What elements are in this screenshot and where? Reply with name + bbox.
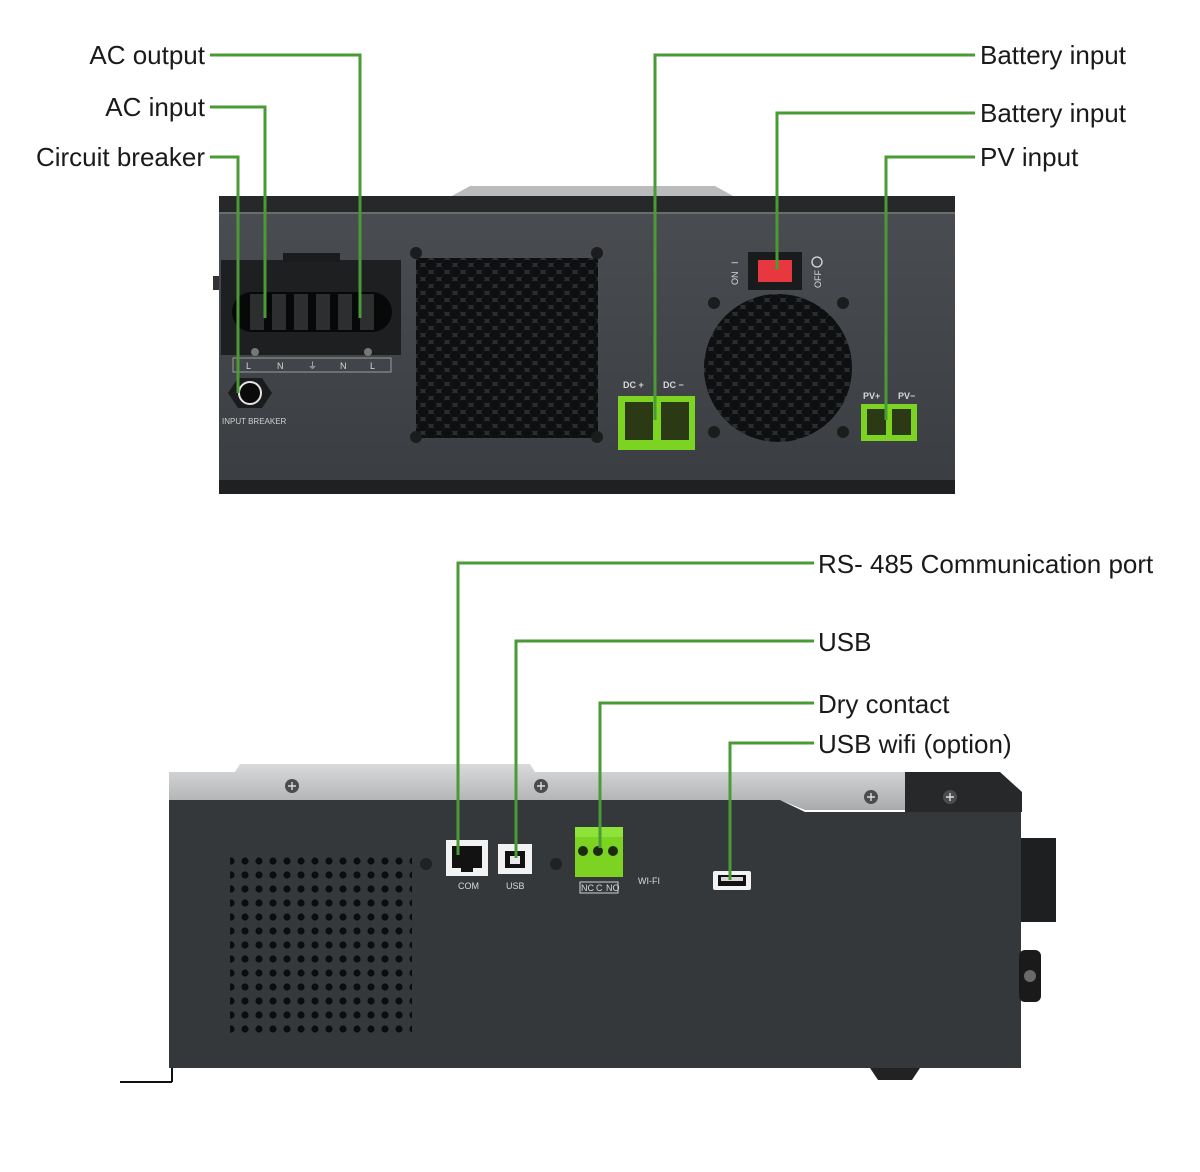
leader-pv-input (884, 155, 975, 420)
callout-ac-output: AC output (89, 40, 205, 70)
leader-ac-output (210, 53, 362, 318)
pv-minus-label: PV− (898, 391, 915, 401)
screw-icon (943, 790, 957, 804)
ac-terminal-block: L N ⏚ N L (221, 253, 401, 373)
switch-off-label: OFF (813, 270, 823, 288)
switch-on-label: ON (730, 272, 740, 286)
inverter-side-panel: COM USB NC C NO WI-FI (120, 764, 1056, 1083)
power-icon (811, 256, 823, 268)
breaker-button-icon[interactable] (238, 381, 262, 405)
leader-usb-wifi (728, 741, 814, 880)
leader-usb (514, 639, 814, 858)
battery-switch[interactable]: ON I OFF (730, 252, 823, 290)
screw-icon (420, 858, 432, 870)
screw-icon (285, 779, 299, 793)
callout-battery-input-2: Battery input (980, 98, 1126, 128)
screw-icon (708, 426, 720, 438)
dc-minus-label: DC − (663, 380, 684, 390)
callout-circuit-breaker: Circuit breaker (35, 142, 205, 172)
screw-icon (864, 790, 878, 804)
terminal-label-l1: L (246, 361, 251, 371)
panel-bottom-strip (219, 480, 955, 494)
side-terminal-cover (1021, 838, 1056, 922)
left-fan-grille (410, 247, 603, 443)
dry-no-label: NO (606, 883, 620, 893)
callout-battery-input-1: Battery input (980, 40, 1126, 70)
leader-lines (210, 53, 975, 880)
leader-rs485 (456, 561, 814, 855)
pv-plus-label: PV+ (863, 391, 880, 401)
terminal-label-n1: N (277, 361, 284, 371)
leader-battery-input-2 (775, 111, 975, 270)
callout-pv-input: PV input (980, 142, 1079, 172)
terminal-label-l2: L (370, 361, 375, 371)
pv-terminal[interactable]: PV+ PV− (861, 391, 917, 441)
screw-icon (837, 426, 849, 438)
screw-icon (364, 348, 372, 356)
input-breaker-label: INPUT BREAKER (222, 417, 287, 426)
screw-icon (410, 431, 422, 443)
callout-usb: USB (818, 627, 872, 657)
screw-icon (550, 858, 562, 870)
rocker-switch[interactable] (758, 260, 792, 282)
dry-nc-label: NC (581, 883, 594, 893)
breaker-knob-icon (1024, 970, 1036, 982)
front-cap (905, 772, 1022, 812)
callout-usb-wifi: USB wifi (option) (818, 729, 1012, 759)
terminal-label-n2: N (340, 361, 347, 371)
com-label: COM (458, 881, 479, 891)
callout-dry-contact: Dry contact (818, 689, 950, 719)
screw-icon (591, 247, 603, 259)
dry-c-label: C (596, 883, 603, 893)
screw-icon (837, 297, 849, 309)
screw-icon (534, 779, 548, 793)
callout-ac-input: AC input (105, 92, 205, 122)
leader-circuit-breaker (210, 155, 240, 393)
dc-plus-label: DC + (623, 380, 644, 390)
top-lid (450, 186, 735, 197)
panel-top-strip (219, 196, 955, 212)
terminal-label-ground: ⏚ (308, 361, 317, 371)
leader-dry-contact (598, 701, 814, 848)
side-vent-grille (230, 856, 412, 1038)
usb-wifi-port[interactable] (713, 871, 751, 890)
dc-battery-terminal[interactable]: DC + DC − (618, 380, 695, 450)
inverter-top-panel: L N ⏚ N L INPUT BREAKER DC + DC − (213, 186, 955, 494)
callout-rs485: RS- 485 Communication port (818, 549, 1154, 579)
screw-icon (251, 348, 259, 356)
usb-port-label: USB (506, 881, 525, 891)
leader-ac-input (210, 105, 267, 318)
right-fan-grille (704, 294, 852, 442)
screw-icon (410, 247, 422, 259)
screw-icon (591, 431, 603, 443)
usb-b-port[interactable]: USB (498, 844, 532, 891)
wifi-label: WI-FI (638, 876, 660, 886)
switch-i-label: I (730, 261, 740, 264)
screw-icon (708, 297, 720, 309)
leader-battery-input-1 (653, 53, 975, 420)
